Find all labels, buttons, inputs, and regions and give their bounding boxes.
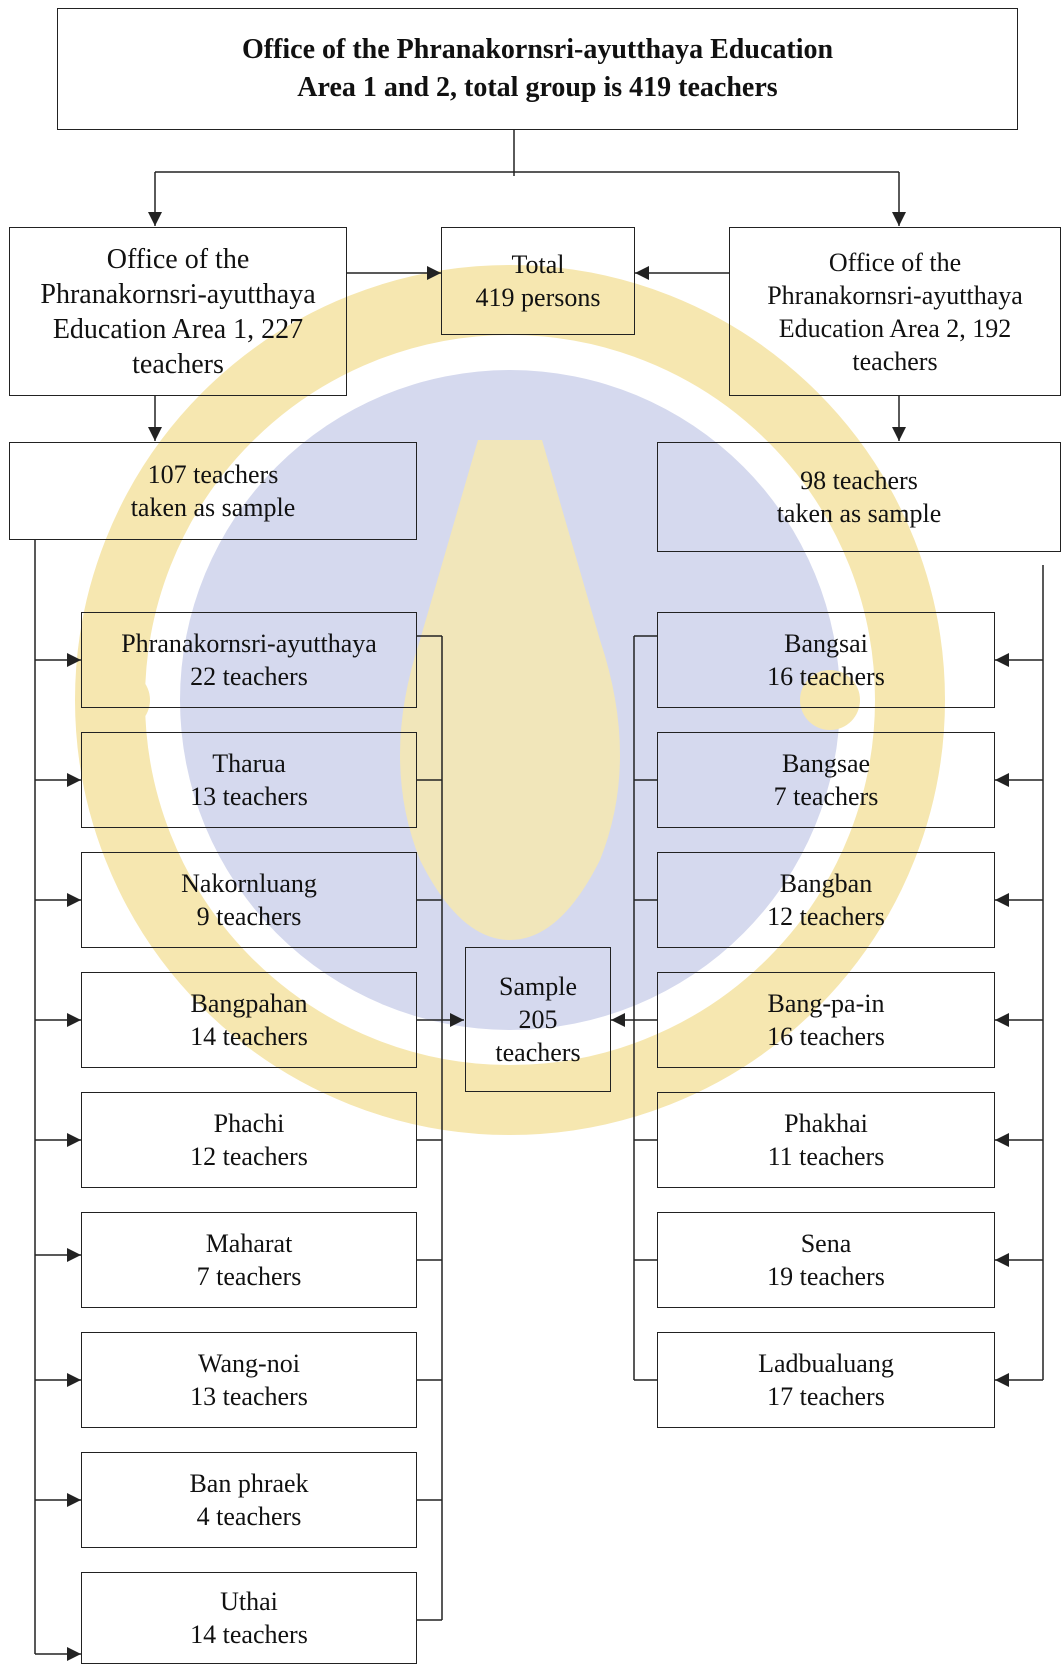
district-name: Bangpahan: [190, 989, 308, 1018]
district-name: Maharat: [205, 1229, 293, 1258]
district-count: 14 teachers: [190, 1022, 308, 1051]
district-count: 16 teachers: [767, 662, 885, 691]
area2-line2: Phranakornsri-ayutthaya: [767, 280, 1023, 310]
sample-total-line2: 205: [518, 1005, 558, 1034]
sample-total-line1: Sample: [499, 972, 577, 1001]
left-district-box: Maharat 7 teachers: [81, 1212, 417, 1308]
total-line2: 419 persons: [475, 283, 601, 312]
area1-sample-line1: 107 teachers: [147, 460, 279, 489]
left-district-box: Wang-noi 13 teachers: [81, 1332, 417, 1428]
district-name: Uthai: [220, 1587, 278, 1616]
district-count: 13 teachers: [190, 782, 308, 811]
area2-line4: teachers: [852, 346, 938, 376]
right-district-box: Phakhai 11 teachers: [657, 1092, 995, 1188]
area1-line4: teachers: [132, 348, 224, 380]
district-name: Sena: [800, 1229, 852, 1258]
top-office-line1: Office of the Phranakornsri-ayutthaya Ed…: [241, 34, 834, 65]
district-name: Tharua: [212, 749, 286, 778]
area2-line1: Office of the: [828, 247, 962, 277]
left-district-box: Nakornluang 9 teachers: [81, 852, 417, 948]
district-name: Ladbualuang: [758, 1349, 894, 1378]
district-name: Phachi: [213, 1109, 285, 1138]
area2-office-box: Office of the Phranakornsri-ayutthaya Ed…: [729, 227, 1061, 396]
district-count: 11 teachers: [767, 1142, 885, 1171]
area2-sample-box: 98 teachers taken as sample: [657, 442, 1061, 552]
district-count: 17 teachers: [767, 1382, 885, 1411]
right-district-box: Bangsae 7 teachers: [657, 732, 995, 828]
area1-office-box: Office of the Phranakornsri-ayutthaya Ed…: [9, 227, 347, 396]
district-count: 7 teachers: [773, 782, 879, 811]
area2-line3: Education Area 2, 192: [778, 313, 1012, 343]
right-district-box: Bang-pa-in 16 teachers: [657, 972, 995, 1068]
district-name: Ban phraek: [189, 1469, 309, 1498]
district-name: Bangsai: [784, 629, 868, 658]
top-office-line2: Area 1 and 2, total group is 419 teacher…: [297, 72, 778, 103]
total-line1: Total: [511, 250, 565, 279]
area2-sample-line2: taken as sample: [776, 499, 942, 528]
sample-total-line3: teachers: [495, 1038, 581, 1067]
area1-line3: Education Area 1, 227: [52, 313, 304, 345]
area1-sample-box: 107 teachers taken as sample: [9, 442, 417, 540]
district-name: Bangban: [779, 869, 873, 898]
district-count: 14 teachers: [190, 1620, 308, 1649]
total-box: Total 419 persons: [441, 227, 635, 335]
area2-sample-line1: 98 teachers: [800, 466, 918, 495]
sample-total-box: Sample 205 teachers: [465, 947, 611, 1092]
right-district-box: Sena 19 teachers: [657, 1212, 995, 1308]
district-count: 4 teachers: [196, 1502, 302, 1531]
area1-sample-line2: taken as sample: [130, 493, 296, 522]
right-district-box: Ladbualuang 17 teachers: [657, 1332, 995, 1428]
district-name: Phakhai: [784, 1109, 868, 1138]
district-name: Phranakornsri-ayutthaya: [121, 629, 377, 658]
top-office-box: Office of the Phranakornsri-ayutthaya Ed…: [57, 8, 1018, 130]
district-name: Bang-pa-in: [767, 989, 885, 1018]
district-name: Wang-noi: [198, 1349, 300, 1378]
district-name: Bangsae: [781, 749, 871, 778]
district-count: 22 teachers: [190, 662, 308, 691]
district-count: 12 teachers: [767, 902, 885, 931]
left-district-box: Uthai 14 teachers: [81, 1572, 417, 1664]
left-district-box: Tharua 13 teachers: [81, 732, 417, 828]
left-district-box: Phachi 12 teachers: [81, 1092, 417, 1188]
right-district-box: Bangsai 16 teachers: [657, 612, 995, 708]
district-count: 7 teachers: [196, 1262, 302, 1291]
left-district-box: Ban phraek 4 teachers: [81, 1452, 417, 1548]
district-count: 13 teachers: [190, 1382, 308, 1411]
district-count: 19 teachers: [767, 1262, 885, 1291]
district-count: 12 teachers: [190, 1142, 308, 1171]
area1-line2: Phranakornsri-ayutthaya: [40, 278, 316, 310]
right-district-box: Bangban 12 teachers: [657, 852, 995, 948]
left-district-box: Phranakornsri-ayutthaya 22 teachers: [81, 612, 417, 708]
area1-line1: Office of the: [106, 243, 250, 275]
district-count: 16 teachers: [767, 1022, 885, 1051]
district-count: 9 teachers: [196, 902, 302, 931]
left-district-box: Bangpahan 14 teachers: [81, 972, 417, 1068]
district-name: Nakornluang: [181, 869, 317, 898]
